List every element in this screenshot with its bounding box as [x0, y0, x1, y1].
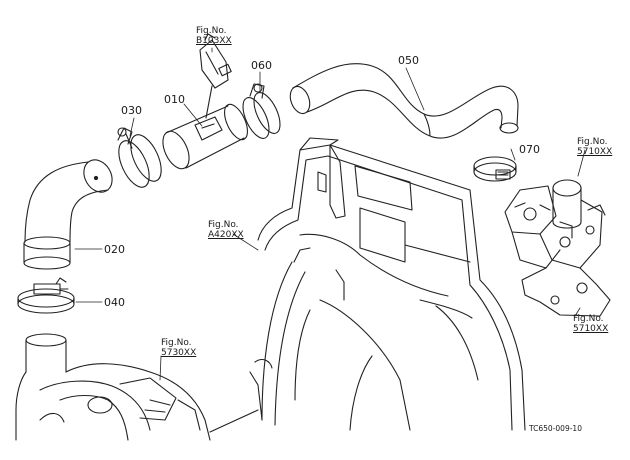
hose-clamp-070: [473, 156, 517, 182]
shroud-frame: [209, 137, 526, 433]
intake-manifold: [504, 179, 611, 317]
drawing-code: TC650-009-10: [529, 424, 582, 433]
figref-5710-top: Fig.No. 5710XX: [577, 137, 612, 157]
figref-5710-top-title: Fig.No.: [577, 137, 608, 147]
hose-clamps-060: [242, 83, 281, 139]
part-label-060: 060: [251, 59, 272, 72]
turbo-outlet: [15, 333, 211, 441]
figref-b103-code: B103XX: [196, 36, 232, 46]
part-label-030: 030: [121, 104, 142, 117]
figref-b103: Fig.No. B103XX: [196, 26, 232, 46]
figref-5710-bottom-code: 5710XX: [573, 324, 609, 334]
figref-5730-title: Fig.No.: [161, 338, 192, 348]
intake-hose-050: [289, 63, 519, 139]
figref-5710-bottom-title: Fig.No.: [573, 314, 604, 324]
figref-a420-title: Fig.No.: [208, 220, 239, 230]
elbow-hose-020: [23, 159, 113, 270]
part-label-040: 040: [104, 296, 125, 309]
figref-a420: Fig.No. A420XX: [208, 220, 244, 240]
part-label-050: 050: [398, 54, 419, 67]
air-flow-tube-010: [162, 33, 248, 170]
figref-b103-title: Fig.No.: [196, 26, 227, 36]
part-label-010: 010: [164, 93, 185, 106]
figref-5730: Fig.No. 5730XX: [161, 338, 196, 358]
figref-5710-top-code: 5710XX: [577, 147, 613, 157]
leader-lines: [74, 47, 586, 381]
figref-a420-code: A420XX: [208, 230, 244, 240]
part-label-020: 020: [104, 243, 125, 256]
hose-clamps-030: [117, 127, 162, 188]
figref-5710-bottom: Fig.No. 5710XX: [573, 314, 608, 334]
hose-clamp-040: [17, 277, 75, 314]
part-label-070: 070: [519, 143, 540, 156]
figref-5730-code: 5730XX: [161, 348, 197, 358]
